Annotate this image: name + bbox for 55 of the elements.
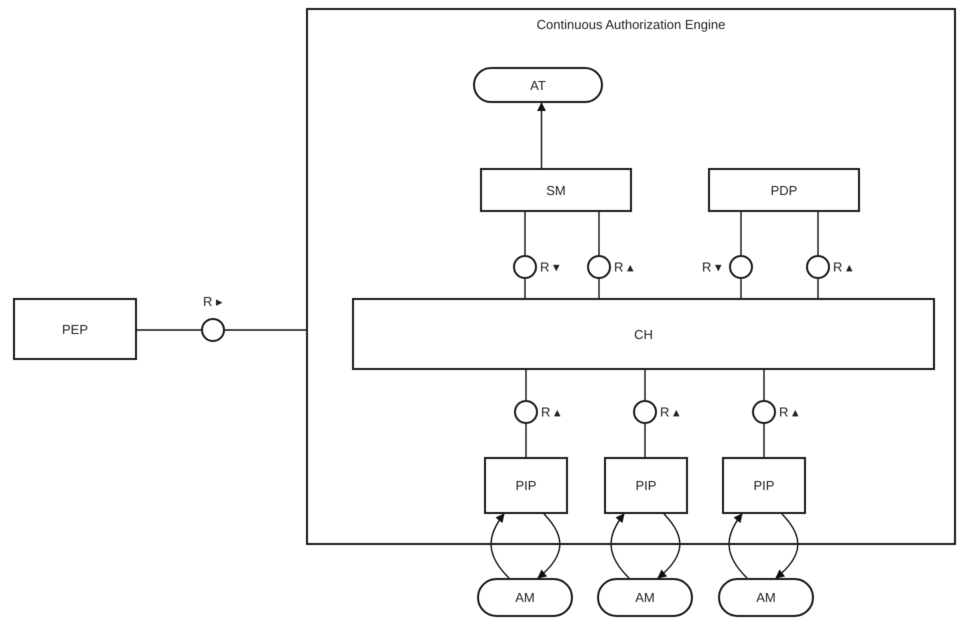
node-label: CH bbox=[634, 326, 653, 342]
arrow bbox=[775, 514, 798, 579]
arrow bbox=[490, 513, 510, 578]
interface-label: R ▴ bbox=[660, 404, 680, 420]
node-label: PIP bbox=[516, 478, 536, 493]
connector-line bbox=[763, 370, 765, 400]
connector-line bbox=[137, 329, 201, 331]
connector-line bbox=[225, 329, 306, 331]
process-box bbox=[13, 298, 137, 360]
arrow bbox=[537, 102, 546, 168]
process-box bbox=[604, 457, 688, 514]
interface-label: R ▸ bbox=[203, 294, 223, 309]
connector-line bbox=[817, 212, 819, 255]
terminal-pill bbox=[477, 578, 573, 617]
process-box bbox=[484, 457, 568, 514]
node-label: AM bbox=[515, 590, 535, 605]
arrow bbox=[537, 514, 560, 579]
interface-label: R ▴ bbox=[833, 260, 853, 274]
connector-line bbox=[763, 424, 765, 457]
node-label: PIP bbox=[754, 478, 774, 493]
arrow bbox=[657, 514, 680, 579]
connector-line bbox=[740, 279, 742, 298]
node-label: AT bbox=[530, 78, 546, 92]
node-label: AM bbox=[635, 590, 655, 605]
process-box bbox=[722, 457, 806, 514]
container-title: Continuous Authorization Engine bbox=[536, 17, 726, 32]
connector-line bbox=[598, 279, 600, 298]
connector-line bbox=[817, 279, 819, 298]
node-label: PEP bbox=[62, 322, 88, 336]
connector-line bbox=[525, 424, 527, 457]
connector-line bbox=[525, 370, 527, 400]
connector-line bbox=[644, 424, 646, 457]
terminal-pill bbox=[473, 67, 603, 103]
interface-label: R ▾ bbox=[540, 260, 560, 274]
interface-label: R ▴ bbox=[779, 404, 799, 420]
node-label: PDP bbox=[770, 182, 798, 198]
arrow bbox=[610, 513, 630, 578]
interface-label: R ▴ bbox=[614, 260, 634, 274]
process-box bbox=[352, 298, 935, 370]
interface-label: R ▾ bbox=[702, 260, 722, 274]
connector-line bbox=[598, 212, 600, 255]
terminal-pill bbox=[718, 578, 814, 617]
terminal-pill bbox=[597, 578, 693, 617]
interface-label: R ▴ bbox=[541, 404, 561, 420]
process-box bbox=[480, 168, 632, 212]
connector-line bbox=[524, 212, 526, 255]
node-label: AM bbox=[756, 590, 776, 605]
node-label: PIP bbox=[636, 478, 656, 493]
arrow bbox=[728, 513, 748, 578]
connector-line bbox=[524, 279, 526, 298]
connector-line bbox=[740, 212, 742, 255]
connector-line bbox=[644, 370, 646, 400]
system-boundary bbox=[306, 8, 956, 545]
node-label: SM bbox=[546, 182, 566, 198]
process-box bbox=[708, 168, 860, 212]
